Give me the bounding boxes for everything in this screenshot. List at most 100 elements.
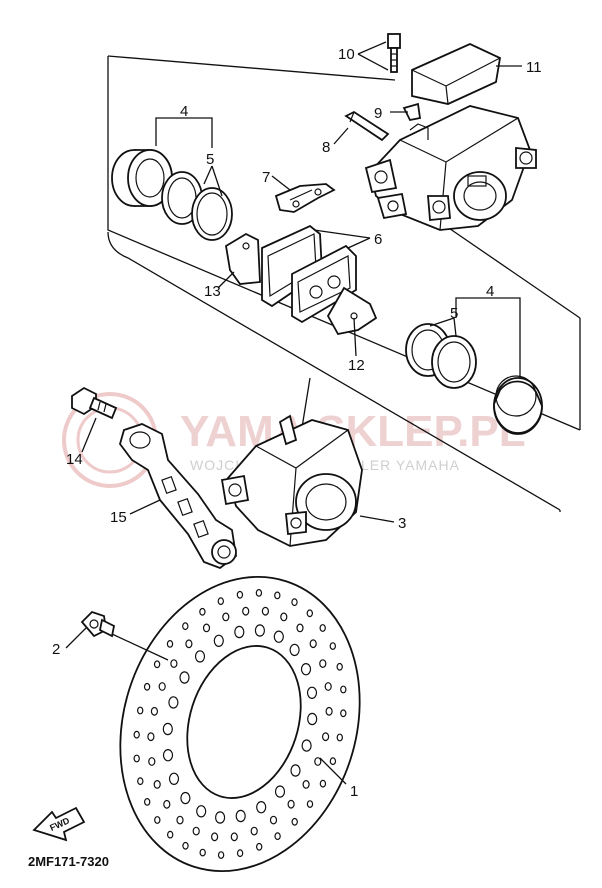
disc-hole <box>274 832 281 841</box>
disc-hole <box>254 624 265 637</box>
disc-hole <box>182 622 189 631</box>
disc-hole <box>154 816 161 824</box>
callout-8: 8 <box>322 139 330 156</box>
disc-hole <box>319 624 326 632</box>
disc-hole <box>143 798 151 806</box>
disc-hole <box>322 732 330 742</box>
disc-hole <box>217 851 225 859</box>
disc-hole <box>319 659 327 668</box>
disc-hole <box>185 639 193 649</box>
callout-14: 14 <box>66 451 83 468</box>
disc-hole <box>273 630 284 643</box>
callout-13: 13 <box>204 283 221 300</box>
disc-hole <box>179 671 190 684</box>
disc-hole <box>236 849 244 858</box>
diagram-code: 2MF171-7320 <box>28 854 109 869</box>
disc-hole <box>340 685 347 694</box>
disc-hole <box>301 739 312 752</box>
disc-hole <box>291 598 298 607</box>
disc-hole <box>143 682 151 691</box>
disc-hole <box>289 643 300 657</box>
disc-hole <box>290 764 301 777</box>
brake-pads <box>261 224 357 324</box>
disc-hole <box>194 650 206 663</box>
disc-hole <box>291 817 298 826</box>
disc-hole <box>136 706 144 715</box>
callout-5-lower: 5 <box>450 305 458 322</box>
callout-11: 11 <box>526 59 542 76</box>
disc-hole <box>170 659 178 668</box>
disc-hole <box>307 712 318 726</box>
disc-hole <box>234 625 245 639</box>
disc-hole <box>162 749 174 762</box>
disc-hole <box>196 805 207 818</box>
disc-hole <box>166 640 174 648</box>
disc-hole <box>300 663 312 676</box>
callout-7: 7 <box>262 169 270 186</box>
callout-4-lower: 4 <box>486 283 494 300</box>
disc-hole <box>236 590 244 599</box>
forward-arrow-icon: FWD <box>32 806 86 842</box>
callout-5-upper: 5 <box>206 151 214 168</box>
disc-hole <box>296 623 304 633</box>
disc-hole <box>133 730 140 739</box>
disc-hole <box>306 609 313 618</box>
callout-4-upper: 4 <box>180 103 188 120</box>
seals-lower <box>405 323 477 389</box>
pad-pin <box>344 110 390 142</box>
disc-hole <box>176 815 184 825</box>
disc-hole <box>222 612 230 622</box>
disc-hole <box>182 841 189 850</box>
disc-hole <box>148 757 156 766</box>
disc-hole <box>306 800 314 808</box>
callout-2: 2 <box>52 641 60 658</box>
brake-disc <box>119 576 361 872</box>
disc-hole <box>329 757 337 766</box>
disc-hole <box>199 607 206 616</box>
bracket-bolt <box>71 386 118 420</box>
disc-hole <box>150 706 158 716</box>
pad-spring <box>274 183 336 213</box>
disc-hole <box>314 757 322 766</box>
disc-hole <box>255 589 263 597</box>
piston-lower <box>493 375 543 435</box>
disc-hole <box>137 777 144 786</box>
pad-clip <box>402 102 422 122</box>
disc-hole <box>213 634 224 648</box>
caliper-assembly <box>220 414 363 547</box>
disc-hole <box>168 696 179 709</box>
disc-hole <box>230 832 238 842</box>
disc-hole <box>192 826 200 836</box>
assembly-bracket <box>107 55 581 512</box>
disc-hole <box>158 682 166 691</box>
disc-hole <box>302 780 310 789</box>
callout-12: 12 <box>348 357 365 374</box>
callout-6: 6 <box>374 231 382 248</box>
disc-hole <box>269 815 278 825</box>
disc-hole <box>261 606 269 616</box>
callout-labels: 10 11 9 8 4 5 7 6 13 12 4 5 14 15 3 2 1 <box>52 46 542 800</box>
disc-hole <box>336 662 343 671</box>
disc-hole <box>329 642 336 650</box>
disc-hole <box>166 830 174 839</box>
seals-upper <box>161 171 233 241</box>
callout-1: 1 <box>350 783 358 800</box>
disc-hole <box>168 772 180 786</box>
disc-hole <box>336 733 343 742</box>
disc-hole <box>280 612 288 622</box>
disc-hole <box>274 785 286 798</box>
disc-hole <box>250 826 258 836</box>
callout-15: 15 <box>110 509 127 526</box>
callout-10: 10 <box>338 46 355 63</box>
callout-9: 9 <box>374 105 382 122</box>
disc-hole <box>242 606 250 616</box>
disc-hole <box>153 660 161 669</box>
disc-hole <box>319 779 327 788</box>
leader-lines <box>65 41 522 785</box>
disc-hole <box>153 780 161 789</box>
disc-hole <box>256 801 267 814</box>
disc-hole <box>180 791 191 805</box>
disc-hole <box>133 754 140 763</box>
